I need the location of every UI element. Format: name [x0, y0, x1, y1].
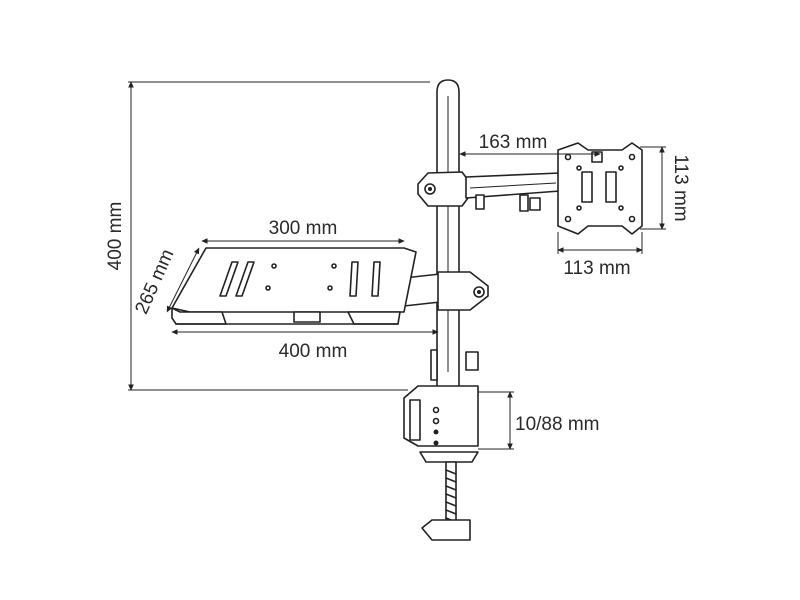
collar-knob-lower-center: [477, 290, 481, 294]
clamp-hole-3: [433, 429, 439, 435]
arm-tilt-knob: [529, 197, 541, 211]
clamp-side-plate: [409, 399, 421, 441]
tray-width-top-dimension: 300 mm: [201, 218, 405, 244]
arm-segment-line: [469, 182, 557, 189]
monitor-arm: [417, 171, 561, 212]
vesa-width-dimension: 113 mm: [557, 232, 643, 279]
tray-width-bottom-dimension: 400 mm: [171, 329, 439, 362]
desk-clamp: [403, 349, 479, 541]
clamp-range-label: 10/88 mm: [515, 414, 599, 435]
tray-hole-4: [327, 285, 333, 291]
tray-width-top-label: 300 mm: [269, 218, 338, 239]
vesa-hole-br: [628, 215, 636, 223]
pole-lock-right: [465, 351, 479, 371]
tray-vent-1: [219, 261, 239, 297]
arm-collar-lower: [437, 271, 489, 311]
vesa-hole-bl: [564, 215, 572, 223]
laptop-tray: [171, 247, 417, 325]
pole: [436, 79, 460, 389]
tray-hole-1: [271, 263, 277, 269]
tray-hole-3: [265, 285, 271, 291]
clamp-handle: [421, 519, 471, 541]
arm-bolt-left: [475, 194, 485, 210]
tray-vent-3: [349, 261, 359, 297]
height-dimension: 400 mm: [105, 81, 430, 391]
tray-lip-right: [347, 311, 401, 325]
clamp-hole-2: [432, 417, 440, 425]
vesa-height-dimension: 113 mm: [640, 146, 691, 230]
clamp-range-dimension: 10/88 mm: [478, 391, 599, 450]
tray-vent-4: [371, 261, 381, 297]
vesa-offset-label: 163 mm: [479, 132, 548, 153]
vesa-hole-inner-tl: [576, 165, 582, 171]
arm-bolt-right: [519, 194, 529, 212]
total-height-label: 400 mm: [105, 202, 126, 271]
pole-lock-left: [430, 349, 438, 381]
vesa-hole-inner-tr: [618, 165, 624, 171]
vesa-plate: [557, 142, 643, 235]
vesa-hole-inner-bl: [576, 205, 582, 211]
tray-center-clip: [293, 311, 321, 323]
vesa-hole-tr: [628, 153, 636, 161]
vesa-width-label: 113 mm: [563, 258, 630, 279]
vesa-height-label: 113 mm: [670, 154, 691, 221]
tray-arm: [403, 271, 489, 311]
tray-depth-label: 265 mm: [131, 246, 178, 317]
tray-depth-line: [166, 247, 200, 313]
clamp-hole-4: [433, 440, 439, 446]
clamp-pad: [419, 451, 479, 463]
clamp-hole-1: [432, 406, 440, 414]
clamp-body: [403, 385, 479, 447]
tray-vent-2: [235, 261, 255, 297]
vesa-hole-inner-br: [618, 205, 624, 211]
tray-hole-2: [331, 263, 337, 269]
vesa-slot-right: [605, 171, 617, 203]
vesa-offset-dimension: 163 mm: [459, 132, 601, 157]
tray-width-bottom-label: 400 mm: [279, 341, 348, 362]
collar-knob-center: [428, 187, 432, 191]
vesa-slot-left: [581, 171, 593, 203]
clamp-screw-thread: [445, 469, 457, 523]
